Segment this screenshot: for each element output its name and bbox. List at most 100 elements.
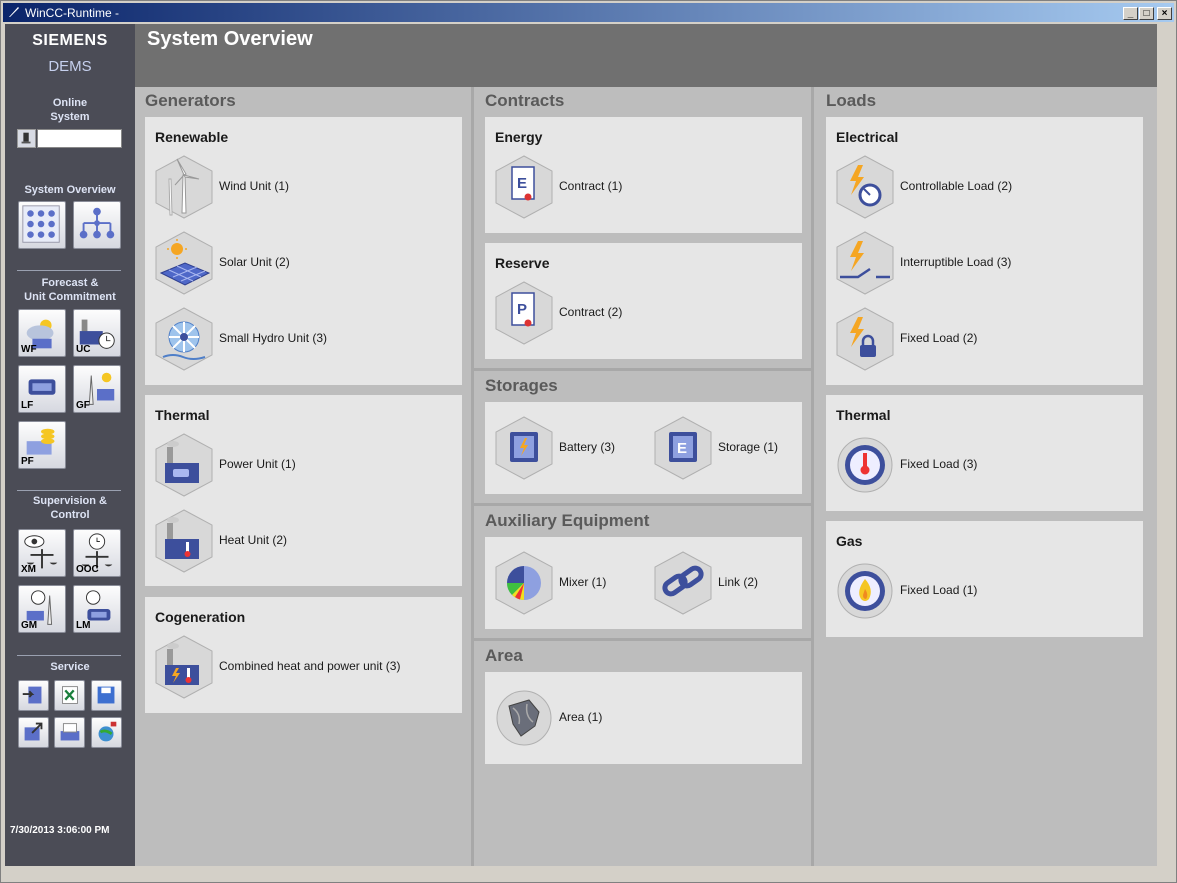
reserve-contracts-panel: Reserve P Contract (2) <box>485 243 802 359</box>
excel-export-icon <box>62 686 78 704</box>
battery-label: Battery (3) <box>559 440 616 454</box>
interruptible-load-icon <box>836 231 894 295</box>
unit-commitment-button[interactable]: UC <box>73 309 121 357</box>
xm-button[interactable]: XM <box>18 529 66 577</box>
service-print-button[interactable] <box>54 717 85 748</box>
power-unit-item[interactable]: Power Unit (1) <box>155 433 445 497</box>
fixed-thermal-load-label: Fixed Load (3) <box>900 457 978 471</box>
area-item[interactable]: Area (1) <box>495 686 785 746</box>
battery-item[interactable]: Battery (3) <box>495 416 645 480</box>
forecast-label: Forecast & Unit Commitment <box>24 277 116 303</box>
storage-label: Storage (1) <box>718 440 779 454</box>
energy-contract-letter: E <box>517 175 527 192</box>
maximize-button[interactable]: □ <box>1139 7 1154 20</box>
online-system-selector <box>17 129 122 148</box>
mixer-item[interactable]: Mixer (1) <box>495 551 645 615</box>
gm-caption: GM <box>21 620 38 631</box>
load-forecast-button[interactable]: LF <box>18 365 66 413</box>
section-divider <box>474 503 811 506</box>
controllable-load-item[interactable]: Controllable Load (2) <box>836 155 1126 219</box>
weather-forecast-caption: WF <box>21 344 37 355</box>
storage-item[interactable]: E Storage (1) <box>654 416 799 480</box>
energy-contract-item[interactable]: E Contract (1) <box>495 155 785 219</box>
energy-contract-icon: E <box>495 155 553 219</box>
chp-plant-icon <box>155 635 213 699</box>
online-system-label: Online System <box>50 97 90 123</box>
interruptible-load-label: Interruptible Load (3) <box>900 255 1012 269</box>
service-save-button[interactable] <box>91 680 122 711</box>
weather-forecast-button[interactable]: WF <box>18 309 66 357</box>
chain-link-icon <box>654 551 712 615</box>
supervision-label: Supervision & Control <box>33 495 107 521</box>
page-header: System Overview <box>135 24 1157 87</box>
service-export-button[interactable] <box>18 717 49 748</box>
service-network-button[interactable] <box>91 717 122 748</box>
generation-forecast-button[interactable]: GF <box>73 365 121 413</box>
small-hydro-unit-item[interactable]: Small Hydro Unit (3) <box>155 307 445 371</box>
title-bar[interactable]: WinCC-Runtime - _ □ × <box>3 3 1174 22</box>
area-map-icon <box>496 690 552 746</box>
gm-button[interactable]: GM <box>18 585 66 633</box>
thermometer-gauge-icon <box>837 437 893 493</box>
minimize-button[interactable]: _ <box>1123 7 1138 20</box>
export-icon <box>24 722 43 741</box>
fixed-thermal-load-item[interactable]: Fixed Load (3) <box>836 433 1126 493</box>
mixer-label: Mixer (1) <box>559 575 607 589</box>
auxiliary-panel: Mixer (1) Link (2) <box>485 537 802 629</box>
datetime-display: 7/30/2013 3:06:00 PM <box>10 825 110 836</box>
lm-caption: LM <box>76 620 91 631</box>
overview-grid-icon <box>22 205 60 243</box>
close-button[interactable]: × <box>1157 7 1172 20</box>
online-system-field[interactable] <box>37 129 122 148</box>
solar-unit-item[interactable]: Solar Unit (2) <box>155 231 445 295</box>
link-item[interactable]: Link (2) <box>654 551 799 615</box>
gas-loads-title: Gas <box>836 533 863 549</box>
heat-unit-label: Heat Unit (2) <box>219 533 288 547</box>
interruptible-load-item[interactable]: Interruptible Load (3) <box>836 231 1126 295</box>
ooc-button[interactable]: OOC <box>73 529 121 577</box>
sidebar: SIEMENS DEMS Online System System Overvi… <box>5 24 135 866</box>
reserve-contract-item[interactable]: P Contract (2) <box>495 281 785 345</box>
load-forecast-caption: LF <box>21 400 34 411</box>
electrical-loads-title: Electrical <box>836 129 899 145</box>
energy-storage-icon: E <box>654 416 712 480</box>
lm-button[interactable]: LM <box>73 585 121 633</box>
price-forecast-caption: PF <box>21 456 34 467</box>
energy-contract-label: Contract (1) <box>559 179 623 193</box>
clock-scale-icon <box>81 533 113 569</box>
overview-grid-button[interactable] <box>18 201 66 249</box>
network-icon[interactable] <box>17 129 36 148</box>
price-forecast-button[interactable]: PF <box>18 421 66 469</box>
hydro-turbine-icon <box>155 307 213 371</box>
storages-panel: Battery (3) E Storage (1) <box>485 402 802 494</box>
wind-unit-item[interactable]: Wind Unit (1) <box>155 155 445 219</box>
section-divider <box>474 638 811 641</box>
overview-topology-button[interactable] <box>73 201 121 249</box>
fixed-gas-load-item[interactable]: Fixed Load (1) <box>836 559 1126 619</box>
topology-icon <box>79 207 115 239</box>
heat-plant-icon <box>155 509 213 573</box>
storages-title: Storages <box>485 376 558 395</box>
power-plant-icon <box>155 433 213 497</box>
xm-caption: XM <box>21 564 36 575</box>
service-label: Service <box>50 661 90 673</box>
section-divider <box>474 368 811 371</box>
fixed-electrical-load-item[interactable]: Fixed Load (2) <box>836 307 1126 371</box>
printer-icon <box>60 723 80 741</box>
generation-forecast-icon <box>88 372 115 405</box>
service-excel-button[interactable] <box>54 680 85 711</box>
electrical-loads-panel: Electrical Controllable Load (2) Interru… <box>826 117 1143 385</box>
chp-unit-item[interactable]: Combined heat and power unit (3) <box>155 635 455 699</box>
load-forecast-icon <box>28 379 56 395</box>
window-title: WinCC-Runtime - <box>25 6 120 20</box>
import-icon <box>22 686 42 704</box>
mixer-pie-icon <box>495 551 553 615</box>
renewable-panel: Renewable Wind Unit (1) Solar Unit (2) S… <box>145 117 462 385</box>
solar-unit-label: Solar Unit (2) <box>219 255 290 269</box>
thermal-generators-panel: Thermal Power Unit (1) Heat Unit (2) <box>145 395 462 586</box>
price-forecast-icon <box>26 428 55 455</box>
cogeneration-title: Cogeneration <box>155 609 246 625</box>
service-import-button[interactable] <box>18 680 49 711</box>
contracts-title: Contracts <box>485 91 565 110</box>
heat-unit-item[interactable]: Heat Unit (2) <box>155 509 445 573</box>
